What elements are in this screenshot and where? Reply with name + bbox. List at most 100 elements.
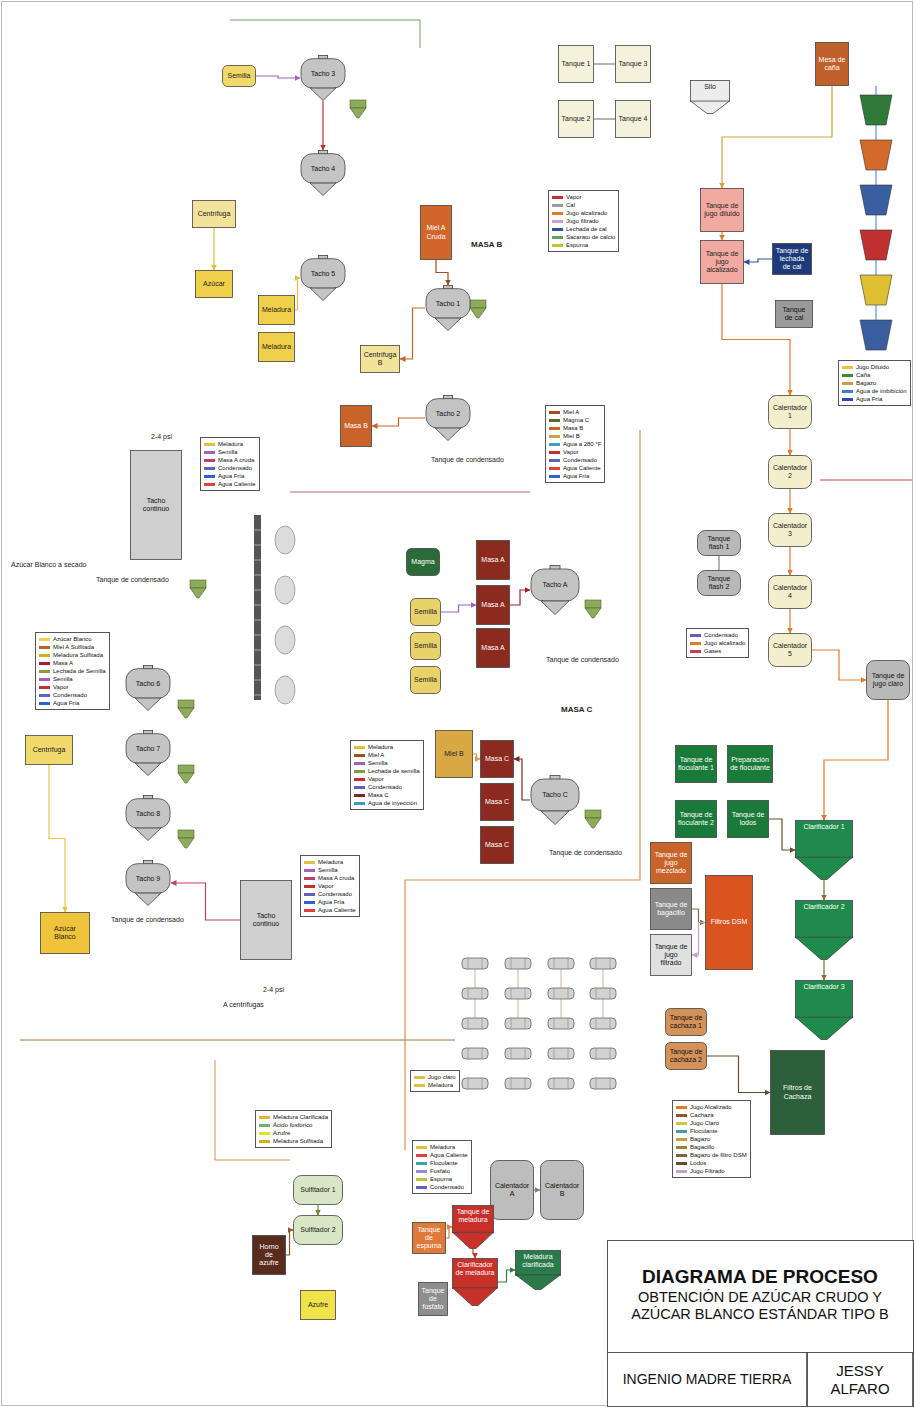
vacuum-pan: Tacho 6	[125, 665, 171, 711]
flow-connector	[718, 556, 719, 570]
node-text: Masa A	[479, 556, 507, 564]
cylinder-vessel: Sulfitador 1	[293, 1175, 343, 1205]
legend-text: Semilla	[318, 866, 338, 874]
filter-vessel	[275, 526, 295, 554]
legend-swatch	[676, 1106, 687, 1109]
box-body	[253, 1236, 286, 1275]
node-text: Masa C	[483, 798, 511, 806]
node-text: Semilla	[413, 676, 438, 684]
tank-cone	[796, 1017, 853, 1039]
legend-text: Vapor	[318, 882, 334, 890]
process-box: Meladura	[258, 332, 295, 362]
centrifuge	[462, 1078, 488, 1089]
legend-text: Lechada de Semilla	[53, 667, 106, 675]
legend-box: Jugo DiluidoCañaBagazoAgua de imbibición…	[838, 360, 911, 406]
pan-cone	[310, 88, 336, 100]
legend-text: Condensado	[318, 890, 352, 898]
legend-swatch	[549, 435, 560, 438]
node-text: Preparación de floculante	[730, 756, 770, 772]
process-box: Preparación de floculante	[727, 745, 773, 783]
legend-row: Condensado	[204, 464, 256, 472]
flow-connector	[812, 650, 866, 680]
process-box: Tacho continuo	[130, 450, 182, 560]
legend-swatch	[414, 1084, 425, 1087]
legend-row: Jugo filtrado	[552, 217, 615, 225]
centrifuge	[505, 958, 531, 969]
vessel-body	[769, 456, 812, 489]
box-body	[481, 784, 514, 821]
legend-row: Lodos	[676, 1159, 747, 1167]
node-text: Centrífuga	[195, 210, 233, 218]
process-box: Tanque 2	[558, 100, 594, 138]
legend-text: Vapor	[53, 683, 69, 691]
box-body	[436, 731, 473, 778]
process-box: Tanque 3	[615, 45, 651, 83]
node-text: Centrífuga	[28, 746, 70, 754]
vessel-body	[769, 576, 812, 609]
node-text: Calentador A	[493, 1182, 531, 1198]
legend-swatch	[39, 694, 50, 697]
legend-row: Jugo Claro	[676, 1119, 747, 1127]
box-body	[413, 1223, 446, 1254]
legend-text: Gases	[704, 647, 721, 655]
legend-swatch	[354, 794, 365, 797]
legend-row: Meladura	[416, 1143, 468, 1151]
node-text: Tanque de lodos	[730, 811, 766, 827]
legend-row: Bagazo de filtro DSM	[676, 1151, 747, 1159]
box-body	[706, 876, 753, 970]
process-box: Tanque de lodos	[727, 800, 769, 838]
mill-symbol	[860, 275, 892, 305]
legend-text: Ácido fosfórico	[273, 1121, 312, 1129]
box-body	[259, 333, 295, 362]
legend-swatch	[39, 662, 50, 665]
node-text: Tanque 2	[561, 115, 591, 123]
legend-row: Semilla	[304, 866, 356, 874]
tank-body	[411, 633, 441, 660]
node-outline	[300, 255, 346, 301]
process-box: Masa A	[476, 628, 510, 668]
legend-swatch	[416, 1146, 427, 1149]
process-box: Tanque de cal	[775, 300, 813, 328]
legend-row: Meladura Clarificada	[259, 1113, 328, 1121]
flow-connector	[49, 765, 65, 912]
legend-swatch	[552, 228, 563, 231]
node-text: Calentador 4	[771, 584, 809, 600]
node-text: Tanque de jugo diluido	[703, 202, 741, 218]
node-text: Tanque de lechada de cal	[775, 247, 809, 271]
legend-text: Jugo Alcalizado	[690, 1103, 732, 1111]
legend-swatch	[842, 366, 853, 369]
legend-row: Semilla	[39, 675, 106, 683]
legend-swatch	[416, 1170, 427, 1173]
process-box: Tanque de jugo alcalizado	[700, 240, 744, 284]
legend-text: Lechada de cal	[566, 225, 607, 233]
process-box: Masa A	[476, 585, 510, 625]
legend-box: Jugo AlcalizadoCachazaJugo ClaroFloculan…	[672, 1100, 751, 1178]
legend-swatch	[416, 1178, 427, 1181]
legend-swatch	[552, 204, 563, 207]
tank-body	[453, 1206, 494, 1233]
node-text: Tacho 7	[128, 745, 168, 753]
legend-text: Agua de inyección	[368, 799, 417, 807]
box-body	[301, 1291, 336, 1320]
flow-connector	[823, 960, 824, 980]
legend-row: Condensado	[549, 456, 601, 464]
centrifuge	[590, 1018, 616, 1029]
diagram-title: DIAGRAMA DE PROCESO	[610, 1266, 910, 1288]
node-outline	[425, 285, 471, 331]
legend-text: Vapor	[368, 775, 384, 783]
vacuum-pan: Tacho A	[530, 565, 580, 615]
tank-body	[796, 821, 853, 858]
cylinder-vessel: Calentador B	[540, 1160, 584, 1220]
legend-row: Meladura Sulfitada	[259, 1137, 328, 1145]
box-body	[259, 296, 295, 325]
node-outline	[125, 730, 171, 776]
legend-row: Espuma	[416, 1175, 468, 1183]
node-text: Tacho continuo	[133, 497, 179, 513]
node-text: Silo	[693, 83, 727, 91]
legend-swatch	[204, 459, 215, 462]
node-text: Tanque de cachaza 1	[668, 1014, 704, 1030]
flow-connector	[824, 700, 888, 820]
centrifuge	[548, 1078, 574, 1089]
legend-text: Condensado	[563, 456, 597, 464]
node-text: Tanque 1	[561, 60, 591, 68]
